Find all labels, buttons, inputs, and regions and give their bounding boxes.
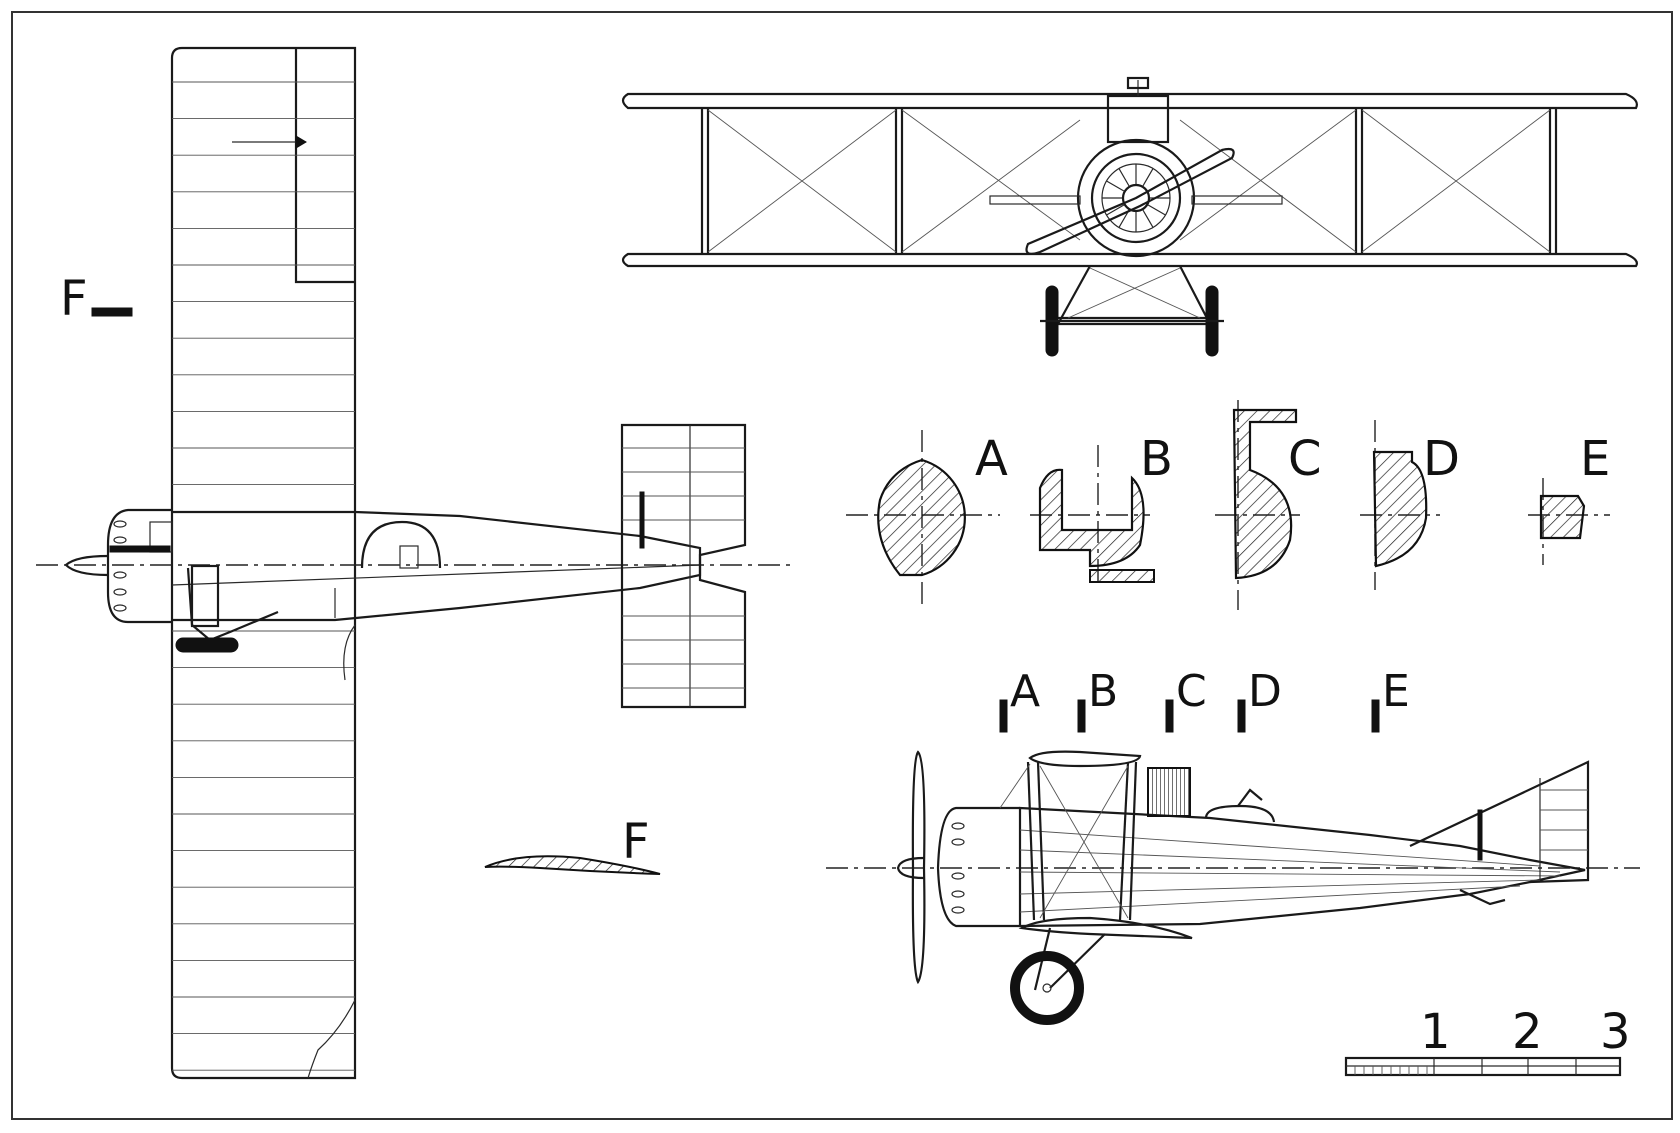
- side-radiator: [1147, 767, 1191, 817]
- label-f-airfoil: F: [622, 814, 650, 870]
- side-fuselage: [1018, 806, 1586, 928]
- airfoil-section-f: [484, 855, 661, 875]
- station-markers: A B C D E: [999, 666, 1410, 733]
- front-upper-wing: [621, 92, 1638, 110]
- svg-text:A: A: [1010, 666, 1040, 717]
- scale-tick-3: 3: [1600, 1004, 1631, 1060]
- svg-text:D: D: [1248, 666, 1282, 717]
- section-d: D: [1360, 420, 1460, 590]
- side-spinner: [896, 856, 925, 880]
- side-fin-rudder: [1409, 760, 1590, 884]
- side-propeller: [911, 750, 926, 985]
- front-propeller: [1025, 147, 1235, 255]
- front-view: [621, 76, 1638, 357]
- label-f-top: F: [60, 271, 88, 327]
- plan-fuselage: [172, 510, 702, 622]
- plan-aileron: [294, 48, 355, 284]
- plan-wing-outline: [170, 46, 357, 1080]
- svg-text:E: E: [1382, 666, 1410, 717]
- front-cowling: [1076, 138, 1196, 258]
- section-f-marker: [91, 307, 133, 317]
- side-cowling: [936, 806, 1020, 928]
- scale-bar: 1 2 3: [1344, 1004, 1631, 1077]
- plan-view: [36, 46, 790, 1080]
- section-c: C: [1215, 400, 1322, 610]
- section-a: A: [846, 430, 1008, 605]
- section-b: B: [1030, 431, 1173, 585]
- svg-text:D: D: [1423, 431, 1460, 487]
- front-undercarriage: [1057, 265, 1211, 326]
- svg-text:C: C: [1176, 666, 1207, 717]
- plan-cowling: [106, 508, 172, 624]
- front-lower-wing: [621, 252, 1638, 268]
- plan-tail-ribs: [622, 447, 745, 689]
- plan-tailplane: [620, 423, 747, 709]
- section-e: E: [1528, 431, 1610, 565]
- plan-cockpit: [360, 520, 442, 569]
- scale-tick-2: 2: [1512, 1004, 1543, 1060]
- drawing-frame: [11, 11, 1673, 1120]
- svg-text:E: E: [1580, 431, 1610, 487]
- side-cockpit: [1204, 804, 1276, 823]
- scale-tick-1: 1: [1420, 1004, 1451, 1060]
- plan-wheel: [175, 637, 239, 653]
- side-view: [826, 750, 1640, 1025]
- plan-wing-ribs: [172, 81, 355, 1071]
- svg-text:C: C: [1288, 431, 1322, 487]
- svg-text:A: A: [975, 431, 1008, 487]
- side-wheel: [1010, 951, 1084, 1025]
- side-lower-wing: [1018, 916, 1193, 940]
- side-upper-wing: [1028, 750, 1142, 768]
- svg-text:B: B: [1140, 431, 1173, 487]
- svg-text:B: B: [1088, 666, 1118, 717]
